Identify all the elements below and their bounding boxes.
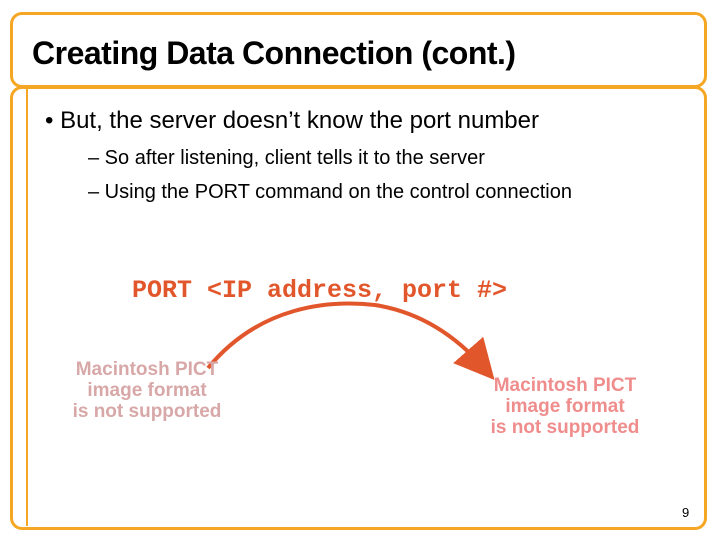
- sub-bullet-1: – So after listening, client tells it to…: [88, 147, 485, 169]
- sub-bullet-2: – Using the PORT command on the control …: [88, 181, 572, 203]
- body-inner-rule: [26, 88, 28, 526]
- placeholder-right-line-2: image format: [505, 395, 625, 417]
- placeholder-right-line-1: Macintosh PICT: [493, 375, 637, 396]
- port-command: PORT <IP address, port #>: [132, 276, 508, 305]
- placeholder-left-line-3: is not supported: [72, 400, 222, 422]
- image-placeholder-left: Macintosh PICT image format is not suppo…: [70, 359, 224, 423]
- placeholder-right-line-3: is not supported: [490, 416, 640, 438]
- image-placeholder-right: Macintosh PICT image format is not suppo…: [460, 375, 670, 439]
- page-number: 9: [682, 505, 690, 520]
- bullet-main: • But, the server doesn’t know the port …: [45, 107, 539, 134]
- slide-title: Creating Data Connection (cont.): [32, 35, 516, 71]
- placeholder-left-line-1: Macintosh PICT: [75, 359, 219, 380]
- placeholder-left-line-2: image format: [87, 379, 207, 401]
